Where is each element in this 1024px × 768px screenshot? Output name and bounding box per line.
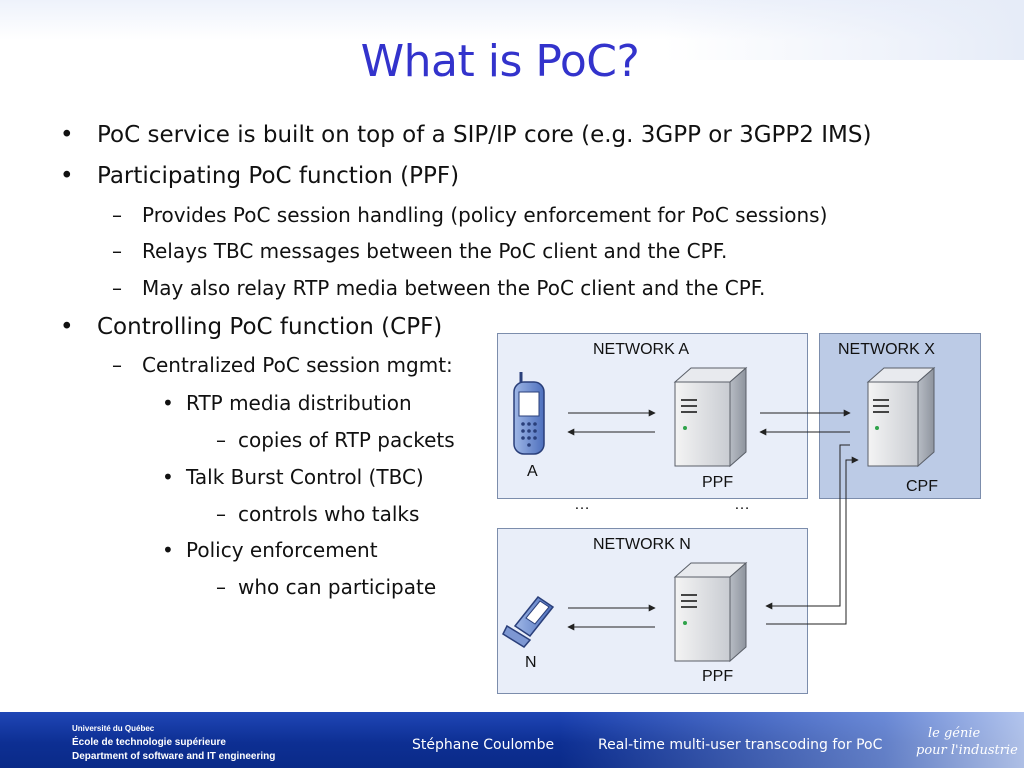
university-name: Université du Québec xyxy=(72,724,155,733)
server-tower-icon xyxy=(673,366,748,468)
slide-number: 5 xyxy=(1000,690,1012,709)
bullet-list: • PoC service is built on top of a SIP/I… xyxy=(60,122,872,599)
bullet-text: Controlling PoC function (CPF) xyxy=(97,314,443,340)
level3-marker: • xyxy=(162,391,174,415)
cell-phone-icon xyxy=(513,372,545,455)
top-right-gradient xyxy=(664,0,1024,60)
level4-marker: – xyxy=(216,428,226,452)
bullet-text: PoC service is built on top of a SIP/IP … xyxy=(97,122,872,148)
subbullet-marker: – xyxy=(112,203,122,227)
level4-marker: – xyxy=(216,502,226,526)
subbullet-marker: – xyxy=(112,276,122,300)
footer-course-title: Real-time multi-user transcoding for PoC xyxy=(598,737,883,753)
bullet-marker: • xyxy=(60,122,74,148)
ets-logo: ÉTS xyxy=(860,672,950,718)
ellipsis-left: … xyxy=(574,496,590,513)
subbullet-text: Provides PoC session handling (policy en… xyxy=(142,203,828,227)
subbullet-marker: – xyxy=(112,239,122,263)
bullet-text: Participating PoC function (PPF) xyxy=(97,163,460,189)
ellipsis-right: … xyxy=(734,496,750,513)
slide-title: What is PoC? xyxy=(360,36,640,87)
client-a-label: A xyxy=(527,463,538,480)
level4-text: who can participate xyxy=(238,575,437,599)
subbullet-text: May also relay RTP media between the PoC… xyxy=(142,276,766,300)
connector-ppf-n-to-cpf xyxy=(766,456,859,625)
subbullet-text: Centralized PoC session mgmt: xyxy=(142,353,453,377)
level3-marker: • xyxy=(162,465,174,489)
department-name: Department of software and IT engineerin… xyxy=(72,751,276,762)
ppf-a-label: PPF xyxy=(702,474,734,491)
level3-text: Policy enforcement xyxy=(186,538,378,562)
ppf-n-label: PPF xyxy=(702,668,734,685)
level3-text: Talk Burst Control (TBC) xyxy=(186,465,424,489)
footer-author: Stéphane Coulombe xyxy=(412,737,555,753)
bullet-marker: • xyxy=(60,314,74,340)
school-name: École de technologie supérieure xyxy=(72,737,226,748)
network-n-label: NETWORK N xyxy=(593,536,691,553)
level4-text: controls who talks xyxy=(238,502,420,526)
network-a-box xyxy=(497,333,808,499)
ets-tagline-1: le génie xyxy=(928,726,981,741)
ets-tagline-2: pour l'industrie xyxy=(916,743,1018,758)
level3-marker: • xyxy=(162,538,174,562)
flip-phone-icon xyxy=(502,595,555,648)
network-x-label: NETWORK X xyxy=(838,341,935,358)
server-tower-icon xyxy=(673,561,748,663)
server-tower-icon xyxy=(866,366,936,468)
client-n-label: N xyxy=(525,654,537,671)
network-a-label: NETWORK A xyxy=(593,341,690,358)
level4-marker: – xyxy=(216,575,226,599)
level3-text: RTP media distribution xyxy=(186,391,412,415)
footer-glow xyxy=(560,712,1024,768)
connector-cpf-to-ppf-n xyxy=(765,444,850,610)
subbullet-marker: – xyxy=(112,353,122,377)
cpf-label: CPF xyxy=(906,478,938,495)
subbullet-text: Relays TBC messages between the PoC clie… xyxy=(142,239,728,263)
bullet-marker: • xyxy=(60,163,74,189)
level4-text: copies of RTP packets xyxy=(238,428,455,452)
